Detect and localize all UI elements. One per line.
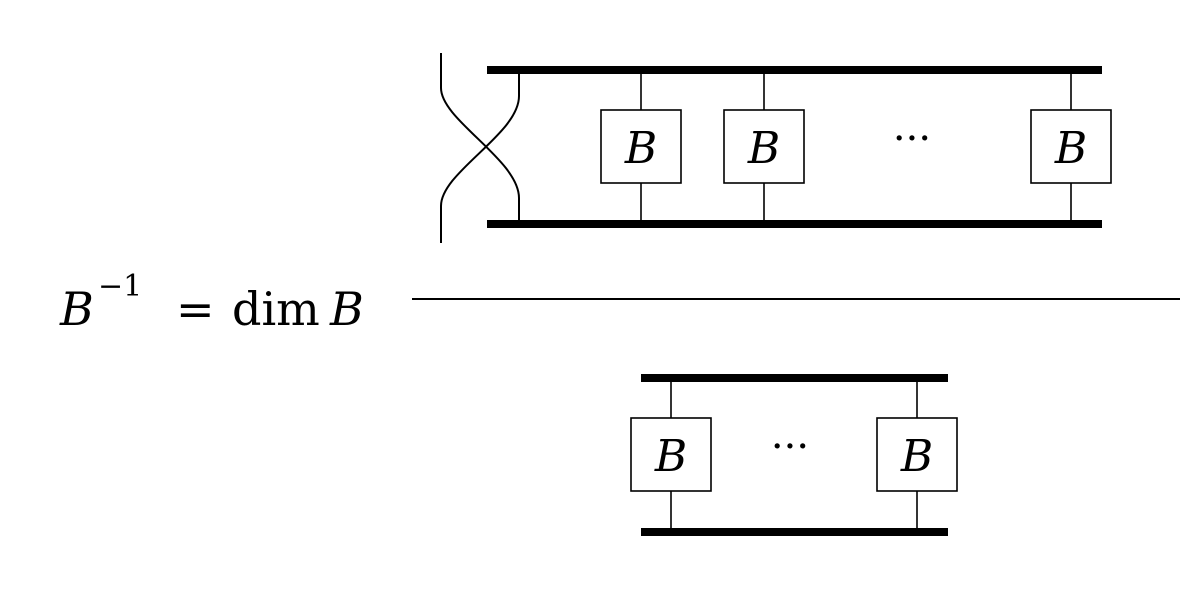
lhs-exponent: −1 <box>98 269 142 304</box>
box-label: B <box>1054 123 1087 174</box>
dim-operator: dim <box>232 282 320 336</box>
equals-sign: = <box>176 282 215 336</box>
box-frame <box>630 417 712 492</box>
box-frame <box>723 109 805 184</box>
numerator-top-rail <box>487 66 1102 74</box>
denominator-top-rail <box>641 374 948 382</box>
lhs-symbol: B <box>59 282 94 336</box>
equation-lhs: B −1 = dim B <box>59 269 364 336</box>
denominator-box-1: B <box>630 382 712 528</box>
denominator-ellipsis: ··· <box>771 424 809 470</box>
box-frame <box>600 109 682 184</box>
denominator-box-2: B <box>876 382 958 528</box>
denominator-diagram: B ··· B <box>630 374 958 536</box>
dim-argument: B <box>329 282 364 336</box>
crossing-strand-b <box>440 72 520 243</box>
numerator-box-2: B <box>723 74 805 220</box>
box-frame <box>1030 109 1112 184</box>
box-label: B <box>900 431 933 482</box>
box-label: B <box>624 123 657 174</box>
numerator-box-1: B <box>600 74 682 220</box>
box-label: B <box>747 123 780 174</box>
crossing-strand-a <box>440 53 520 222</box>
numerator-bottom-rail <box>487 220 1102 228</box>
box-label: B <box>654 431 687 482</box>
numerator-ellipsis: ··· <box>893 116 931 162</box>
numerator-box-3: B <box>1030 74 1112 220</box>
denominator-bottom-rail <box>641 528 948 536</box>
box-frame <box>876 417 958 492</box>
numerator-diagram: B B ··· B <box>440 53 1112 243</box>
